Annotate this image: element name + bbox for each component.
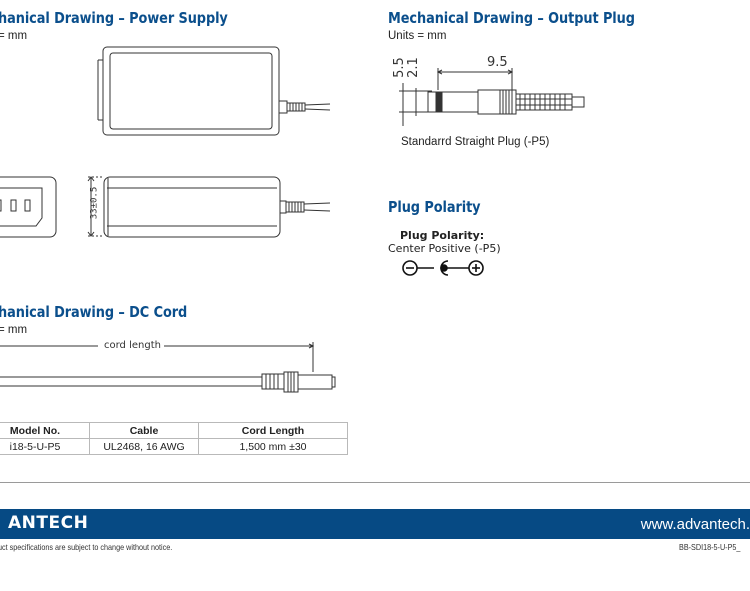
table-row: i18-5-U-P5 UL2468, 16 AWG 1,500 mm ±30 bbox=[0, 438, 348, 455]
plug-polarity-value: Center Positive (-P5) bbox=[388, 242, 501, 255]
footer-divider bbox=[0, 482, 750, 483]
cell-model-no: i18-5-U-P5 bbox=[0, 438, 90, 455]
output-plug-units: Units = mm bbox=[388, 30, 447, 42]
header-model-no: Model No. bbox=[0, 422, 90, 439]
cell-cord-length: 1,500 mm ±30 bbox=[198, 438, 348, 455]
cell-cable: UL2468, 16 AWG bbox=[89, 438, 199, 455]
cord-length-label: cord length bbox=[104, 340, 161, 351]
power-supply-units: = mm bbox=[0, 30, 28, 42]
footer-disclaimer: uct specifications are subject to change… bbox=[0, 542, 173, 552]
header-cable: Cable bbox=[89, 422, 199, 439]
spec-table: Model No. Cable Cord Length i18-5-U-P5 U… bbox=[0, 422, 348, 455]
footer-doc-code: BB-SDI18-5-U-P5_ bbox=[679, 542, 741, 552]
header-cord-length: Cord Length bbox=[198, 422, 348, 439]
plug-polarity-label: Plug Polarity: bbox=[400, 229, 485, 242]
plug-polarity-title: Plug Polarity bbox=[388, 198, 481, 216]
plug-length: 9.5 bbox=[487, 55, 508, 70]
dc-cord-units: = mm bbox=[0, 324, 28, 336]
brand-logo: ANTECH bbox=[8, 513, 89, 533]
footer-url[interactable]: www.advantech. bbox=[640, 516, 750, 533]
footer-bar: ANTECH www.advantech. bbox=[0, 509, 750, 539]
output-plug-title: Mechanical Drawing – Output Plug bbox=[388, 9, 635, 27]
power-supply-title: hanical Drawing – Power Supply bbox=[0, 9, 228, 27]
output-plug-caption: Standarrd Straight Plug (-P5) bbox=[401, 136, 550, 148]
dc-cord-title: hanical Drawing – DC Cord bbox=[0, 303, 188, 321]
table-header-row: Model No. Cable Cord Length bbox=[0, 422, 348, 439]
